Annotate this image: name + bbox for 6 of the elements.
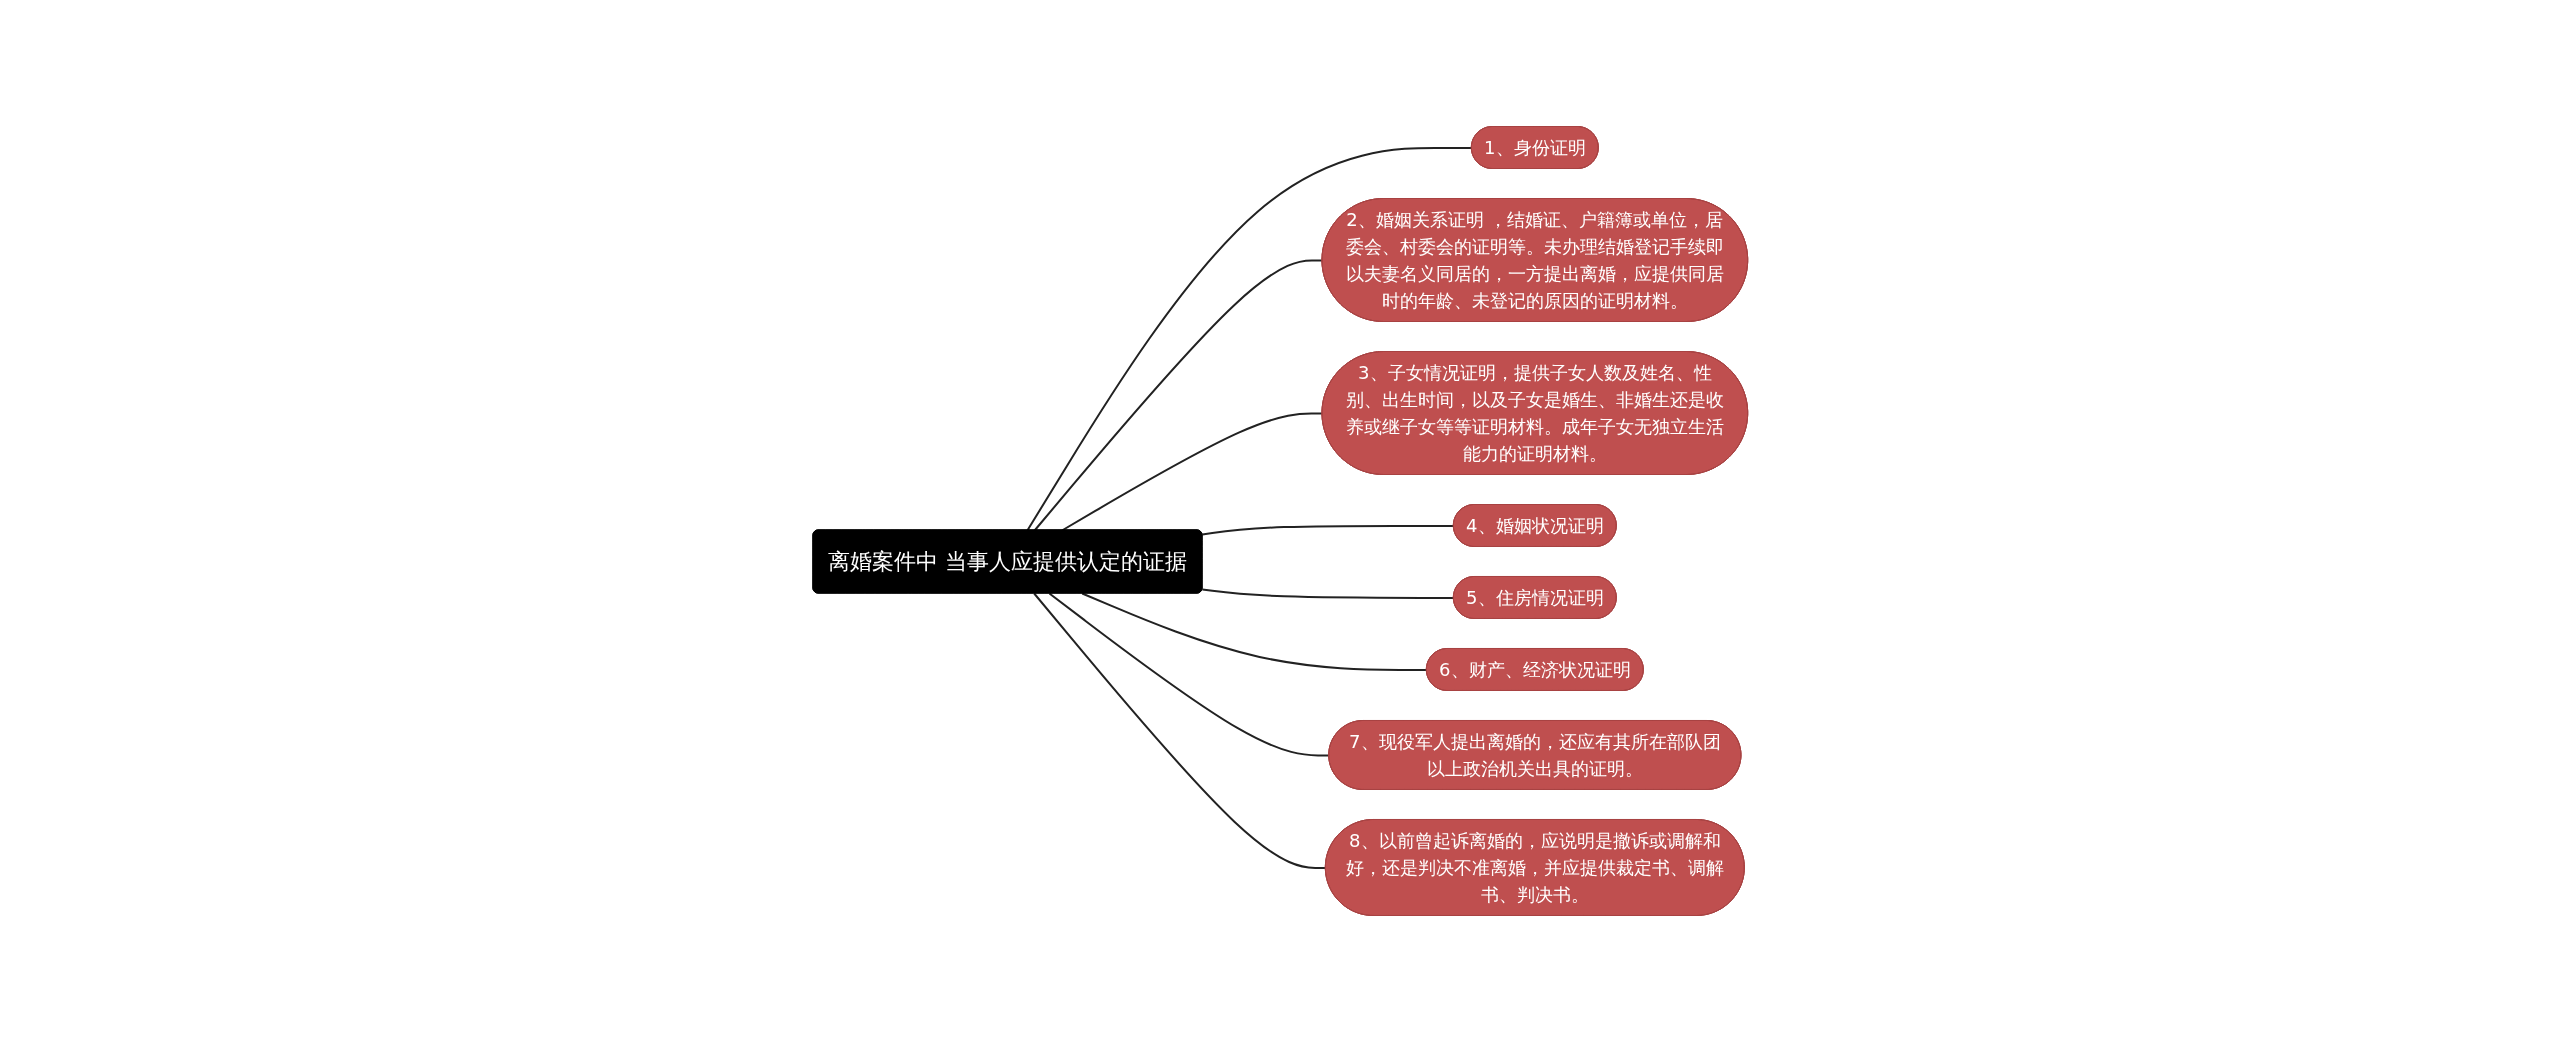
connector — [1048, 592, 1330, 757]
connector — [1080, 592, 1428, 671]
connector — [1032, 592, 1327, 869]
connector — [1026, 146, 1473, 532]
connector — [1201, 524, 1455, 536]
connector — [1201, 588, 1455, 599]
